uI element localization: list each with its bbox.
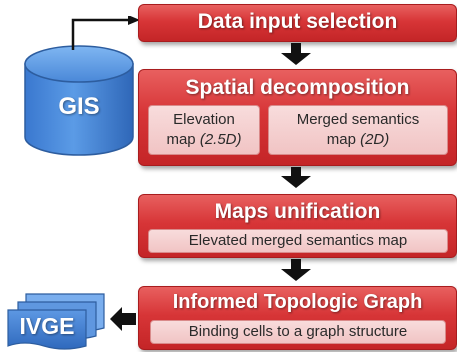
maps-unification-title: Maps unification [214,200,381,223]
arrow-down-1 [281,53,311,65]
topologic-to-ivge-arrow [110,307,136,331]
topologic-graph-box: Informed Topologic Graph Binding cells t… [138,286,457,350]
elevated-merged-semantics-box: Elevated merged semantics map [148,229,448,253]
gis-to-input-connector [71,16,140,50]
elevation-line2: map (2.5D) [149,130,259,150]
elevation-map-word: map [166,131,200,148]
elevation-map-box: Elevation map (2.5D) [148,105,260,155]
arrow-stem-2 [291,167,301,177]
elevation-dim: (2.5D) [199,131,242,148]
arrow-down-3 [281,269,311,281]
semantics-dim: (2D) [360,131,390,148]
maps-unification-box: Maps unification Elevated merged semanti… [138,194,457,258]
ivge-label: IVGE [19,313,75,339]
elevation-line1: Elevation [173,111,235,128]
semantics-line2: map (2D) [269,130,447,150]
binding-cells-box: Binding cells to a graph structure [150,320,446,344]
gis-label: GIS [58,93,100,120]
data-input-box: Data input selection [138,4,457,42]
arrow-down-2 [281,176,311,188]
merged-semantics-box: Merged semantics map (2D) [268,105,448,155]
gis-database [24,45,134,156]
data-input-title: Data input selection [197,10,398,33]
semantics-line1: Merged semantics [296,111,420,128]
spatial-decomposition-box: Spatial decomposition Elevation map (2.5… [138,69,457,166]
spatial-decomposition-title: Spatial decomposition [185,76,410,99]
arrow-stem-1 [291,43,301,53]
arrow-stem-3 [291,259,301,270]
semantics-map-word: map [326,131,361,148]
topologic-graph-title: Informed Topologic Graph [172,291,423,313]
ivge-stacked-pages [7,293,105,350]
